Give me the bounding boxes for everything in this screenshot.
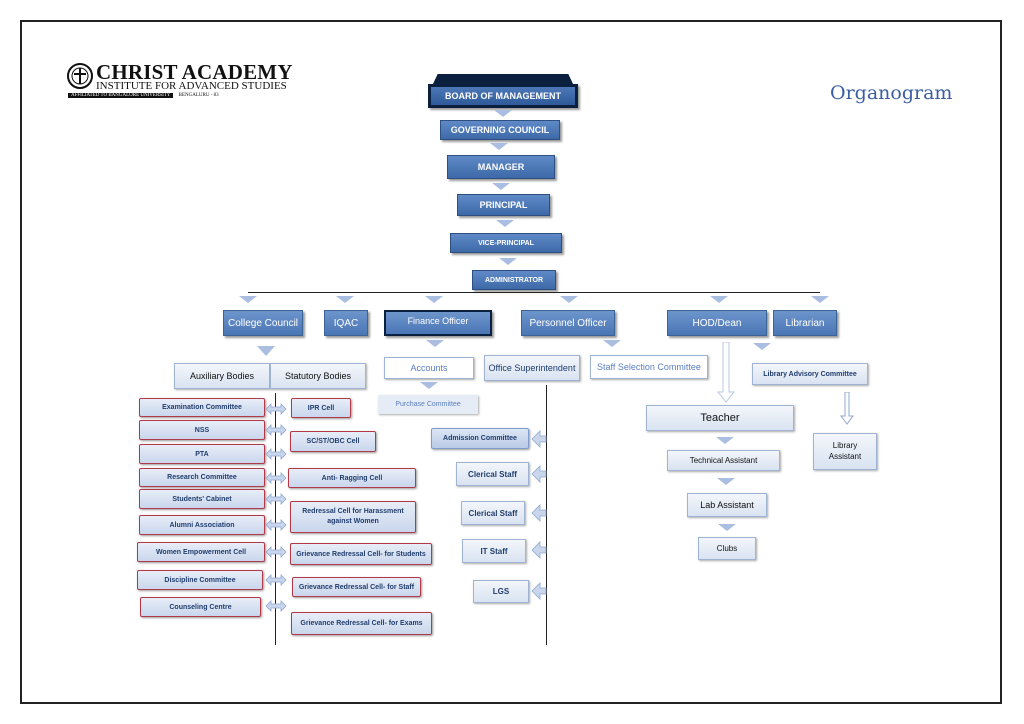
auxiliary-item: Discipline Committee	[137, 570, 263, 590]
principal-box: PRINCIPAL	[457, 194, 550, 216]
left-arrows-icon	[531, 430, 547, 600]
statutory-item: Grievance Redressal Cell- for Students	[290, 543, 432, 565]
it-staff-box: IT Staff	[462, 539, 526, 563]
connector-line	[248, 292, 820, 293]
manager-box: MANAGER	[447, 155, 555, 179]
board-of-management-box: BOARD OF MANAGEMENT	[428, 84, 578, 108]
long-arrow-icon	[716, 342, 736, 403]
auxiliary-item: Alumni Association	[139, 515, 265, 535]
logo-strip: AFFILIATED TO BANGALORE UNIVERSITY BENGA…	[68, 93, 219, 98]
auxiliary-item: Examination Committee	[139, 398, 265, 417]
lgs-box: LGS	[473, 580, 529, 603]
arrow-icon	[718, 524, 736, 531]
hod-dean-box: HOD/Dean	[667, 310, 767, 336]
admission-committee-box: Admission Committee	[431, 428, 529, 449]
library-advisory-box: Library Advisory Committee	[752, 363, 868, 385]
arrow-icon	[717, 478, 735, 485]
librarian-box: Librarian	[773, 310, 837, 336]
page-frame	[20, 20, 1002, 704]
statutory-item: IPR Cell	[291, 398, 351, 418]
arrow-icon	[492, 183, 510, 190]
library-assistant-box: Library Assistant	[813, 433, 877, 470]
auxiliary-item: Women Empowerment Cell	[137, 542, 265, 562]
arrow-icon	[494, 110, 512, 117]
double-arrows-icon	[265, 403, 287, 612]
statutory-item: Redressal Cell for Harassment against Wo…	[290, 501, 416, 533]
logo-city: BENGALURU - 83	[178, 93, 219, 98]
technical-assistant-box: Technical Assistant	[667, 450, 780, 471]
governing-council-box: GOVERNING COUNCIL	[440, 120, 560, 140]
logo-subtitle: INSTITUTE FOR ADVANCED STUDIES	[96, 80, 287, 92]
teacher-box: Teacher	[646, 405, 794, 431]
arrow-icon	[336, 296, 354, 303]
arrow-icon	[239, 296, 257, 303]
accounts-box: Accounts	[384, 357, 474, 379]
auxiliary-item: Students' Cabinet	[139, 489, 265, 509]
arrow-icon	[811, 296, 829, 303]
statutory-item: Anti- Ragging Cell	[288, 468, 416, 488]
college-council-box: College Council	[223, 310, 303, 336]
arrow-icon	[753, 343, 771, 350]
logo-emblem-icon	[67, 63, 93, 89]
purchase-committee-box: Purchase Committee	[378, 395, 478, 414]
auxiliary-bodies-box: Auxiliary Bodies	[174, 363, 270, 389]
administrator-box: ADMINISTRATOR	[472, 270, 556, 290]
auxiliary-item: PTA	[139, 444, 265, 464]
staff-selection-box: Staff Selection Committee	[590, 355, 708, 379]
library-arrow-icon	[840, 392, 854, 425]
lab-assistant-box: Lab Assistant	[687, 493, 767, 517]
logo-affiliation: AFFILIATED TO BANGALORE UNIVERSITY	[68, 93, 174, 98]
office-superintendent-box: Office Superintendent	[484, 355, 580, 381]
auxiliary-item: NSS	[139, 420, 265, 440]
arrow-icon	[710, 296, 728, 303]
personnel-officer-box: Personnel Officer	[521, 310, 615, 336]
arrow-icon	[425, 296, 443, 303]
board-tab	[432, 74, 574, 86]
college-vertical-line	[275, 393, 276, 645]
arrow-icon	[560, 296, 578, 303]
arrow-icon	[420, 382, 438, 389]
personnel-vertical-line	[546, 385, 547, 645]
arrow-icon	[603, 340, 621, 347]
clerical-staff-box: Clerical Staff	[456, 462, 529, 486]
statutory-item: SC/ST/OBC Cell	[290, 431, 376, 452]
arrow-icon	[490, 143, 508, 150]
clubs-box: Clubs	[698, 537, 756, 560]
auxiliary-item: Counseling Centre	[140, 597, 261, 617]
arrow-icon	[716, 437, 734, 444]
page-heading: Organogram	[830, 82, 953, 104]
arrow-icon	[496, 220, 514, 227]
statutory-item: Grievance Redressal Cell- for Staff	[292, 577, 421, 597]
arrow-icon	[499, 258, 517, 265]
finance-officer-box: Finance Officer	[384, 310, 492, 336]
vice-principal-box: VICE-PRINCIPAL	[450, 233, 562, 253]
statutory-item: Grievance Redressal Cell- for Exams	[291, 612, 432, 635]
auxiliary-item: Research Committee	[139, 468, 265, 487]
arrow-icon	[257, 346, 275, 356]
clerical-staff-box: Clerical Staff	[461, 501, 525, 525]
iqac-box: IQAC	[324, 310, 368, 336]
statutory-bodies-box: Statutory Bodies	[270, 363, 366, 389]
arrow-icon	[426, 340, 444, 347]
logo-title: CHRIST ACADEMY	[96, 60, 293, 84]
